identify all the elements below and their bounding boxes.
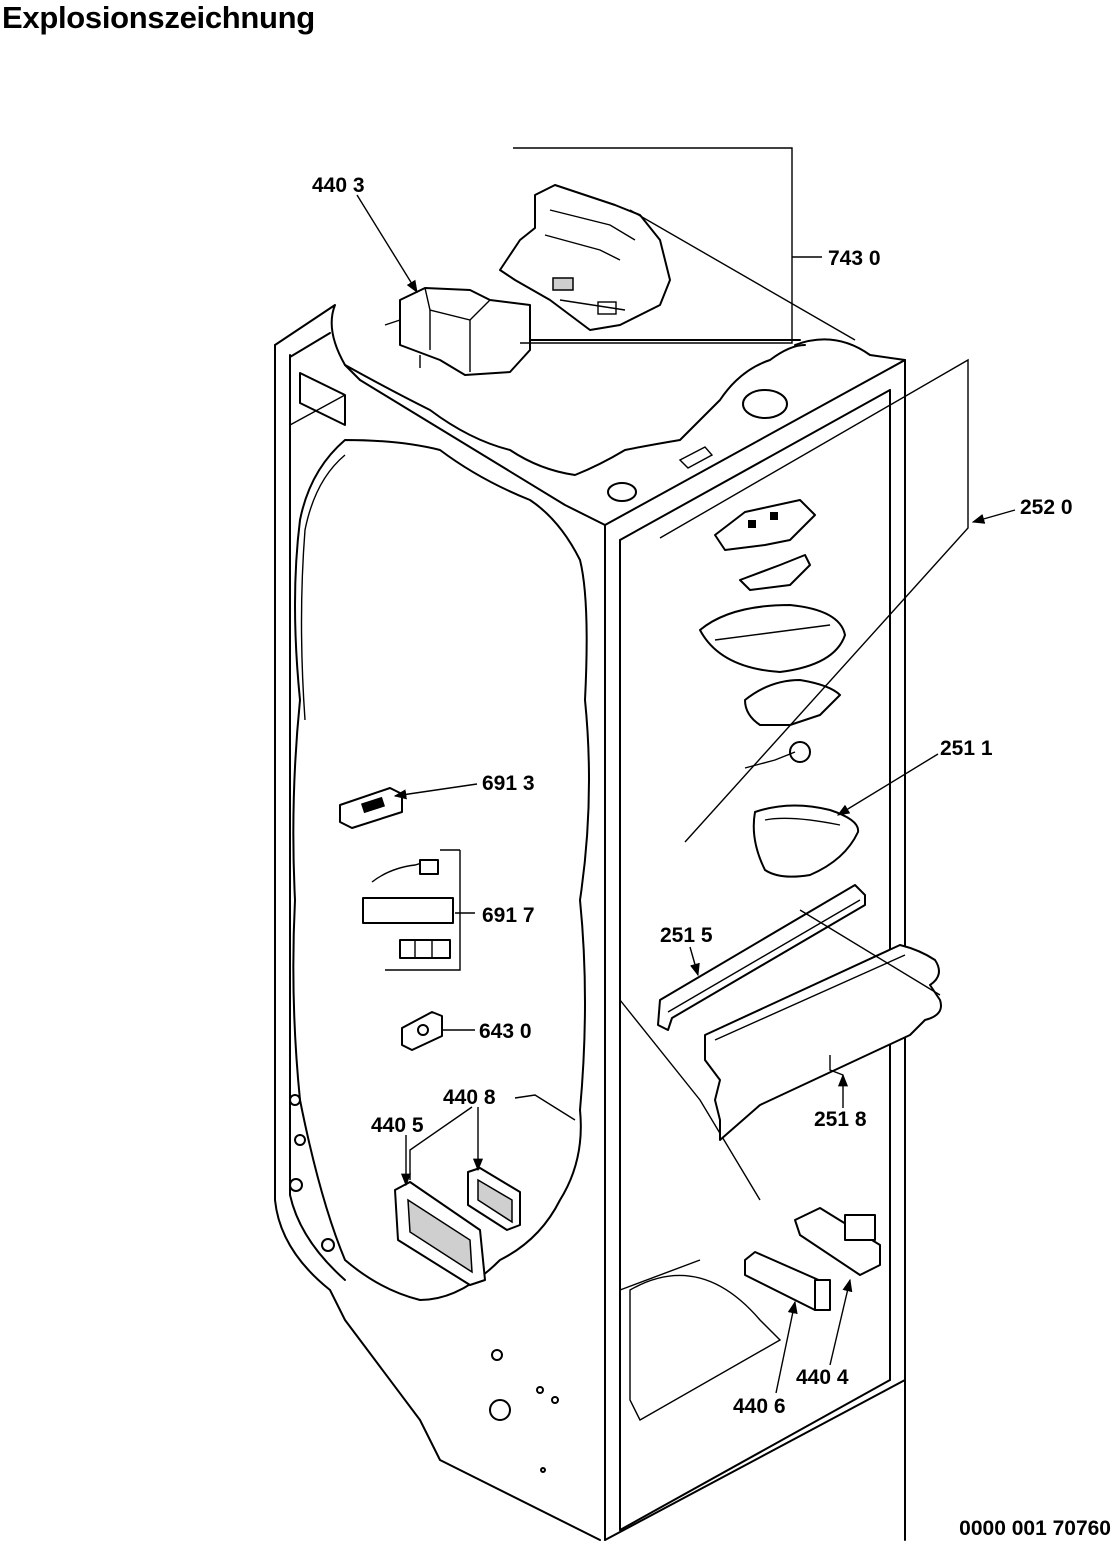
callout-251-8: 251 8	[814, 1108, 867, 1131]
callout-691-7: 691 7	[482, 904, 535, 927]
callout-643-0: 643 0	[479, 1020, 532, 1043]
callout-440-3: 440 3	[312, 174, 365, 197]
refrigerator-cabinet	[274, 304, 906, 1541]
callout-440-4: 440 4	[796, 1366, 849, 1389]
document-number: 0000 001 70760	[959, 1517, 1111, 1540]
callout-251-5: 251 5	[660, 924, 713, 947]
callout-691-3: 691 3	[482, 772, 535, 795]
part-743-0-housing	[499, 184, 671, 331]
part-691-7-group	[362, 849, 461, 971]
page-title: Explosionszeichnung	[2, 0, 315, 35]
callout-743-0: 743 0	[828, 247, 881, 270]
part-252-0-assembly	[699, 499, 846, 769]
part-251-1-funnel	[752, 804, 860, 878]
callout-440-5: 440 5	[371, 1114, 424, 1137]
part-440-8-filter	[467, 1167, 521, 1231]
callout-251-1: 251 1	[940, 737, 993, 760]
part-440-6-bracket	[744, 1251, 831, 1311]
callout-440-8: 440 8	[443, 1086, 496, 1109]
part-643-0-clip	[401, 1011, 443, 1051]
part-440-3-housing	[384, 287, 531, 376]
part-251-8-plate	[704, 944, 942, 1141]
part-691-3-switch	[339, 787, 403, 829]
part-251-5-rail	[657, 884, 866, 1031]
callout-252-0: 252 0	[1020, 496, 1073, 519]
callout-440-6: 440 6	[733, 1395, 786, 1418]
callout-labels: 440 3 743 0 252 0 251 1 691 3 691 7 251 …	[312, 174, 1073, 1418]
leader-lines	[356, 147, 1016, 1394]
part-440-4-bracket	[794, 1207, 881, 1276]
